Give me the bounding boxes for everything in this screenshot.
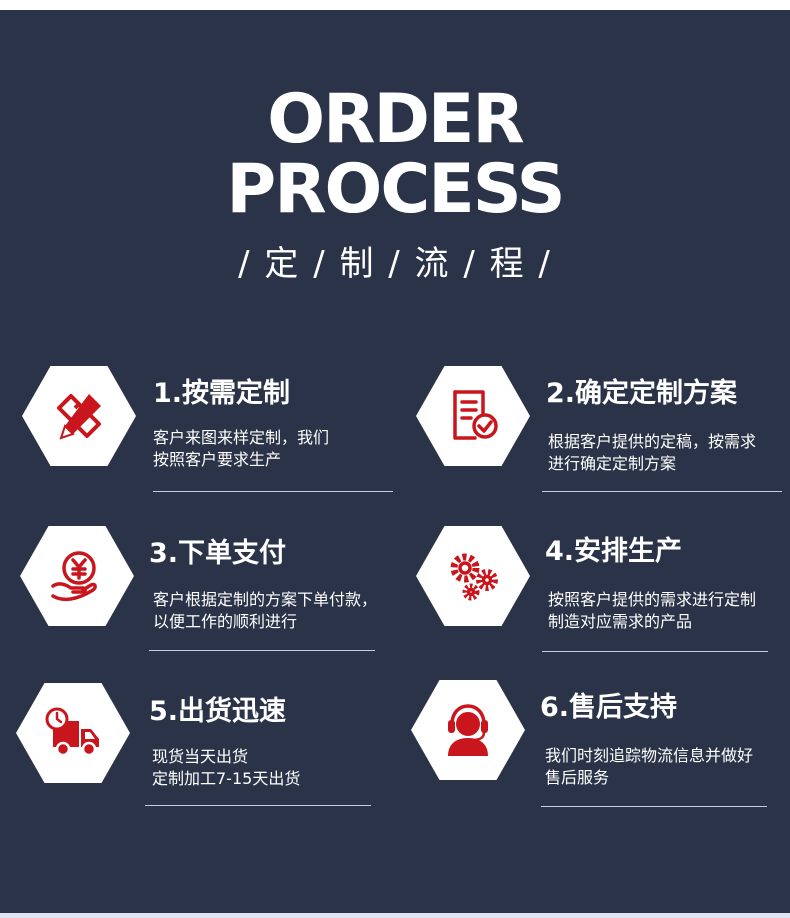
headset-support-icon	[411, 680, 525, 780]
delivery-truck-icon	[16, 683, 130, 783]
step-1-divider	[153, 491, 393, 492]
bottom-border	[0, 913, 790, 918]
step-5-title: 5.出货迅速	[149, 696, 287, 727]
step-2-desc-line2: 进行确定定制方案	[548, 454, 677, 473]
order-process-panel: ORDER PROCESS / 定 / 制 / 流 / 程 / 1.按需定制 客…	[0, 10, 790, 913]
step-2-divider	[542, 491, 782, 492]
step-4-title: 4.安排生产	[545, 536, 683, 567]
title-order: ORDER	[267, 80, 524, 159]
document-check-icon	[416, 366, 530, 466]
gears-icon	[416, 526, 530, 626]
step-4-desc-line2: 制造对应需求的产品	[548, 612, 693, 631]
step-5-divider	[145, 805, 371, 806]
step-1-desc-line1: 客户来图来样定制，我们	[153, 428, 330, 447]
step-6-divider	[541, 806, 767, 807]
step-1-desc-line2: 按照客户要求生产	[153, 450, 282, 469]
step-2-desc-line1: 根据客户提供的定稿，按需求	[548, 432, 757, 451]
step-6-desc-line1: 我们时刻追踪物流信息并做好	[545, 746, 754, 765]
yen-hand-icon	[20, 526, 134, 626]
step-5-desc-line1: 现货当天出货	[152, 747, 249, 766]
step-3-title: 3.下单支付	[149, 538, 287, 569]
pencil-ruler-icon	[22, 366, 136, 466]
step-4-desc-line1: 按照客户提供的需求进行定制	[548, 590, 757, 609]
step-2-title: 2.确定定制方案	[546, 378, 738, 409]
step-3-desc-line1: 客户根据定制的方案下单付款，	[153, 590, 378, 609]
step-3-desc-line2: 以便工作的顺利进行	[153, 612, 298, 631]
step-3-divider	[149, 650, 375, 651]
step-6-desc-line2: 售后服务	[545, 768, 610, 787]
step-4-divider	[542, 651, 768, 652]
subtitle-custom-process: / 定 / 制 / 流 / 程 /	[238, 244, 552, 284]
step-5-desc-line2: 定制加工7-15天出货	[152, 769, 301, 788]
step-6-title: 6.售后支持	[540, 692, 678, 723]
step-1-title: 1.按需定制	[153, 378, 291, 409]
title-process: PROCESS	[226, 150, 565, 229]
